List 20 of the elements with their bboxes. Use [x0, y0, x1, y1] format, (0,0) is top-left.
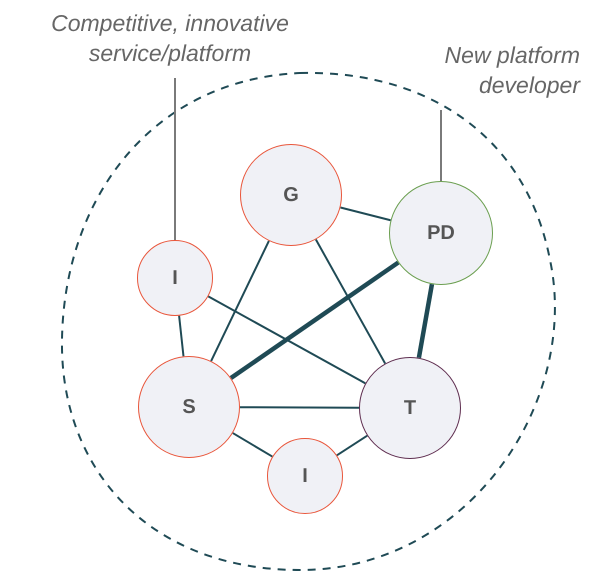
connector-line — [178, 316, 184, 356]
connector-line — [340, 206, 391, 222]
connector-line — [208, 296, 366, 384]
connector-line — [230, 260, 400, 380]
actor-label: S — [182, 396, 196, 418]
actor-label: PD — [427, 222, 455, 244]
actor-label: G — [283, 184, 299, 206]
connector-line — [336, 434, 368, 456]
connector-line — [416, 284, 434, 358]
callout-text: Competitive, innovative service/platform — [51, 10, 289, 66]
actor-label: I — [172, 266, 178, 290]
connector-line — [240, 406, 359, 409]
connector-line — [210, 240, 270, 362]
leader-line — [174, 78, 176, 240]
connector-line — [315, 239, 386, 364]
callout-text: New platform developer — [444, 42, 580, 98]
connector-line — [232, 432, 273, 458]
leader-line — [440, 110, 442, 181]
actor-label: I — [302, 464, 308, 488]
actor-label: T — [404, 396, 416, 420]
